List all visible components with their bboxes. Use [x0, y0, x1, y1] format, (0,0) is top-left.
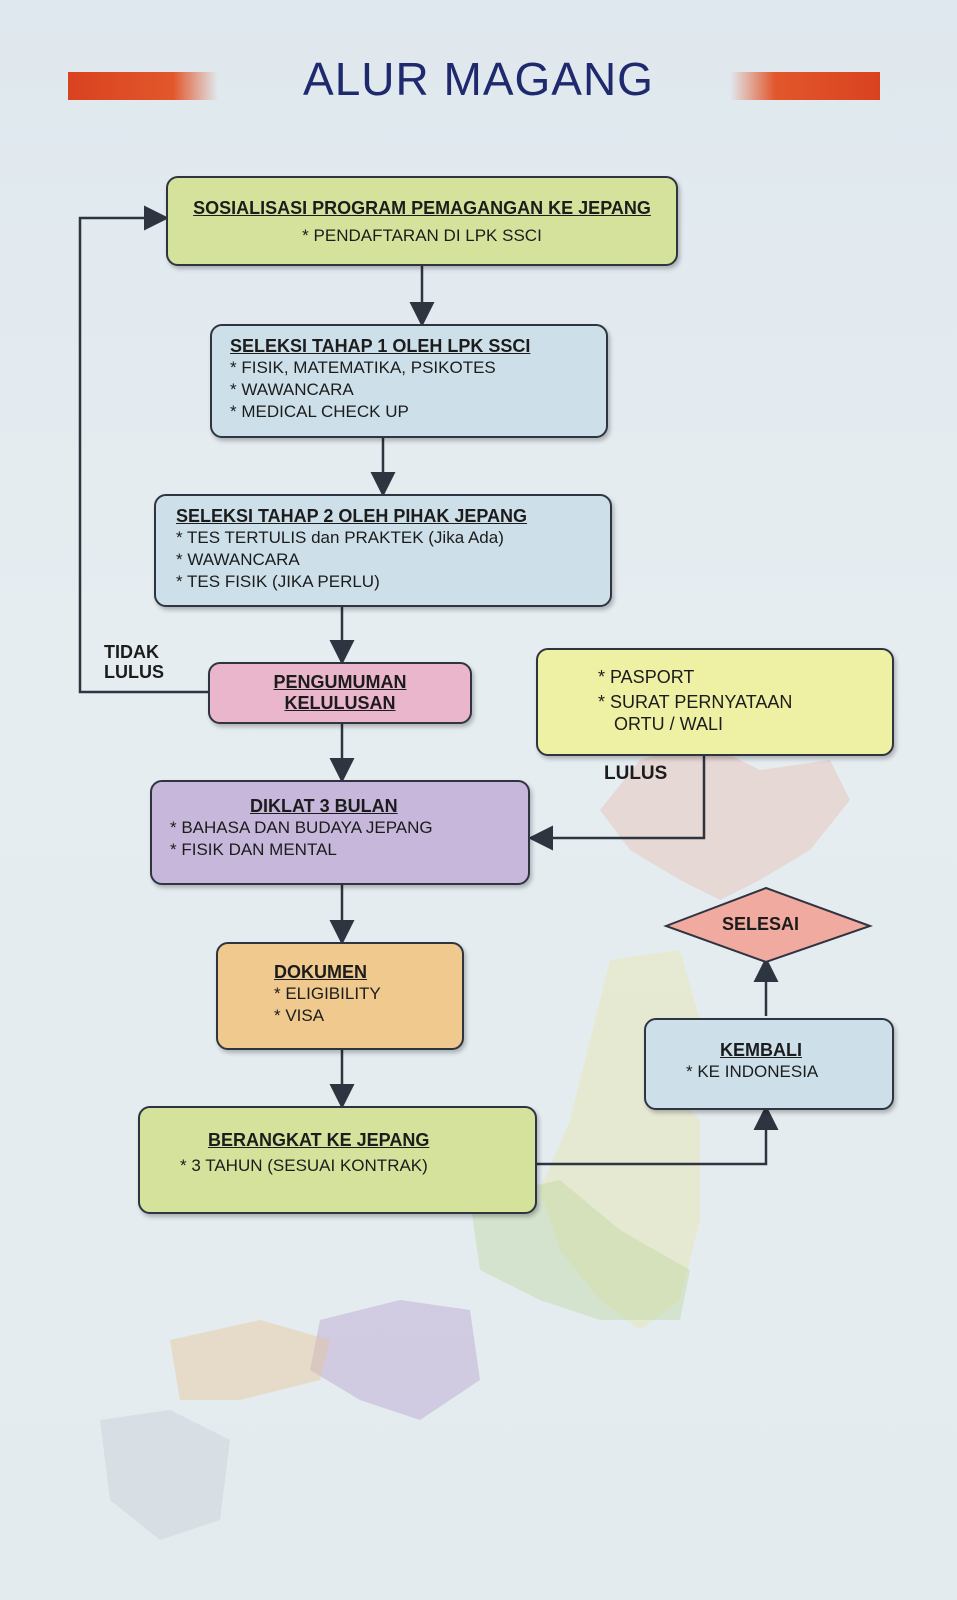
arrow-tidak-lulus-loop: [78, 205, 208, 694]
tidak-label: TIDAK: [104, 642, 159, 662]
sosialisasi-box: SOSIALISASI PROGRAM PEMAGANGAN KE JEPANG…: [166, 176, 678, 266]
tahap2-line: * TES TERTULIS dan PRAKTEK (Jika Ada): [176, 528, 504, 547]
seleksi-tahap2-box: SELEKSI TAHAP 2 OLEH PIHAK JEPANG * TES …: [154, 494, 612, 607]
pengumuman-kelulusan-box: PENGUMUMAN KELULUSAN: [208, 662, 472, 724]
diklat-heading: DIKLAT 3 BULAN: [250, 796, 398, 816]
title-accent-bar-right: [730, 72, 880, 100]
tahap2-heading: SELEKSI TAHAP 2 OLEH PIHAK JEPANG: [176, 506, 528, 526]
dokumen-heading: DOKUMEN: [274, 962, 367, 982]
diklat-line: * BAHASA DAN BUDAYA JEPANG: [170, 818, 433, 837]
berangkat-box: BERANGKAT KE JEPANG * 3 TAHUN (SESUAI KO…: [138, 1106, 537, 1214]
paspor-line: * PASPORT: [598, 667, 695, 687]
pengumuman-heading: PENGUMUMAN: [273, 672, 407, 692]
kembali-line: * KE INDONESIA: [686, 1062, 819, 1081]
arrow-berangkat-to-kembali: [537, 1105, 779, 1166]
seleksi-tahap1-box: SELEKSI TAHAP 1 OLEH LPK SSCI * FISIK, M…: [210, 324, 608, 438]
kembali-heading: KEMBALI: [720, 1040, 802, 1060]
lulus-label: LULUS: [604, 763, 668, 784]
berangkat-line: * 3 TAHUN (SESUAI KONTRAK): [180, 1156, 428, 1175]
arrow-paspor-to-diklat: [528, 756, 706, 851]
selesai-diamond: [663, 886, 873, 964]
kelulusan-heading: KELULUSAN: [284, 693, 396, 713]
tahap1-line: * WAWANCARA: [230, 380, 354, 399]
diklat-line: * FISIK DAN MENTAL: [170, 840, 337, 859]
title-accent-bar-left: [68, 72, 218, 100]
dokumen-box: DOKUMEN * ELIGIBILITY * VISA: [216, 942, 464, 1050]
tahap2-line: * TES FISIK (JIKA PERLU): [176, 572, 380, 591]
lulus-label: LULUS: [104, 662, 164, 682]
paspor-box: * PASPORT * SURAT PERNYATAAN ORTU / WALI: [536, 648, 894, 756]
dokumen-line: * ELIGIBILITY: [274, 984, 381, 1003]
dokumen-line: * VISA: [274, 1006, 325, 1025]
paspor-line: * SURAT PERNYATAAN: [598, 692, 793, 712]
berangkat-heading: BERANGKAT KE JEPANG: [208, 1130, 430, 1150]
tahap1-heading: SELEKSI TAHAP 1 OLEH LPK SSCI: [230, 336, 531, 356]
tahap1-line: * MEDICAL CHECK UP: [230, 402, 409, 421]
sosialisasi-line: * PENDAFTARAN DI LPK SSCI: [302, 226, 542, 245]
tahap1-line: * FISIK, MATEMATIKA, PSIKOTES: [230, 358, 496, 377]
tidak-lulus-label: TIDAK LULUS: [104, 642, 164, 682]
sosialisasi-heading: SOSIALISASI PROGRAM PEMAGANGAN KE JEPANG: [193, 198, 651, 218]
tahap2-line: * WAWANCARA: [176, 550, 300, 569]
paspor-line: ORTU / WALI: [614, 714, 724, 734]
kembali-box: KEMBALI * KE INDONESIA: [644, 1018, 894, 1110]
page-title: ALUR MAGANG: [303, 53, 654, 105]
diklat-box: DIKLAT 3 BULAN * BAHASA DAN BUDAYA JEPAN…: [150, 780, 530, 885]
selesai-label: SELESAI: [722, 914, 800, 934]
